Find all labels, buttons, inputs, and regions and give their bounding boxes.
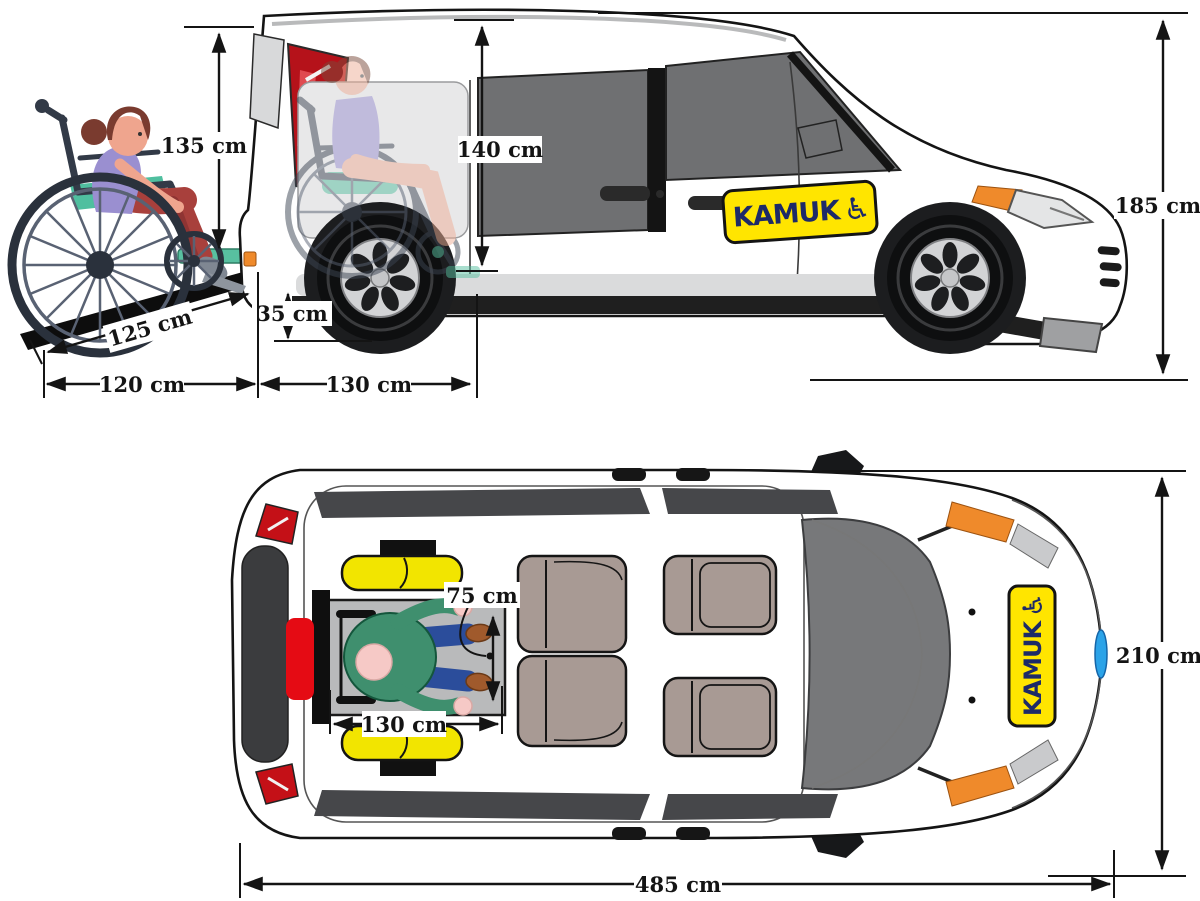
side-view: KAMUK ♿ [7,8,1200,398]
dim-vehicle-height: 185 cm [1115,193,1200,218]
tail-light-slash [267,776,289,792]
side-window-strip [662,488,838,514]
kamuki-logo-top: KAMUK ♿ [1007,584,1057,728]
side-window-strip [314,488,650,518]
kamuki-logo-side: KAMUK ♿ [721,179,879,245]
roof-rail [271,14,787,42]
door-handle-top [612,827,646,840]
bench-bracket [380,540,436,558]
top-view-dimensions: 75 cm 130 cm 485 cm 210 cm [239,470,1200,898]
dim-door-opening-width: 75 cm [446,583,518,608]
rear-door-window [249,33,285,130]
headlamp-sliver-top [1009,523,1059,569]
front-passenger-seat [662,554,778,636]
door-keyhole [656,190,664,198]
b-pillar [648,68,666,232]
logo-text: KAMUK [732,195,843,234]
headlamp-sliver-top [1009,739,1059,785]
wheelchair-icon: ♿ [1018,593,1049,617]
door-handle [600,186,650,201]
rear-red-panel [286,618,314,700]
logo-text: KAMUK [1019,620,1047,717]
dim-ground-clearance: 35 cm [256,301,328,326]
wheelchair-handle [336,696,376,704]
rear-window-top [241,545,289,763]
door-handle-top [676,468,710,481]
wheelchair-handle [336,610,376,618]
dim-rear-section-length: 130 cm [326,372,412,397]
dim-wheelchair-space-length: 130 cm [361,712,447,737]
fog-light-pocket [1038,316,1104,354]
side-window-strip [314,790,650,820]
hood-dot [968,608,976,616]
driver-seat [662,676,778,758]
door-handle-top [676,827,710,840]
wheelchair-user-on-ramp [7,99,246,358]
bumper-marker-orange [243,251,257,267]
ramp-sill-bar [312,590,330,724]
dim-ramp-footprint: 120 cm [99,372,185,397]
front-badge-blue [1094,629,1108,679]
windshield-top [800,517,952,791]
ghost-wheelchair-user [285,56,480,279]
wheelchair-passenger-top [343,597,493,716]
grille-slots [1097,246,1122,288]
headlight-orange-top [945,765,1015,807]
dim-vehicle-width: 210 cm [1116,643,1200,668]
hood-crease [811,519,923,789]
headlamp-line [1049,207,1085,221]
side-mirror [797,119,843,159]
wheelchair-icon: ♿ [842,191,871,228]
side-window-strip [662,794,838,820]
top-view: KAMUK ♿ [230,450,1200,898]
side-view-dimensions: 135 cm 140 cm 185 cm 125 cm 35 c [29,12,1200,398]
front-wheel [872,200,1028,356]
dim-interior-height: 140 cm [457,137,543,162]
dim-rear-door-height: 135 cm [161,133,247,158]
headlight-orange-top [945,501,1015,543]
a-pillar [786,51,896,173]
tail-light-slash [267,516,289,532]
front-door-seam [789,61,801,297]
second-row-bench [516,554,628,748]
bench-bracket [380,758,436,776]
door-handle-top [612,468,646,481]
dim-vehicle-length: 485 cm [635,872,721,897]
hood-dot [968,696,976,704]
